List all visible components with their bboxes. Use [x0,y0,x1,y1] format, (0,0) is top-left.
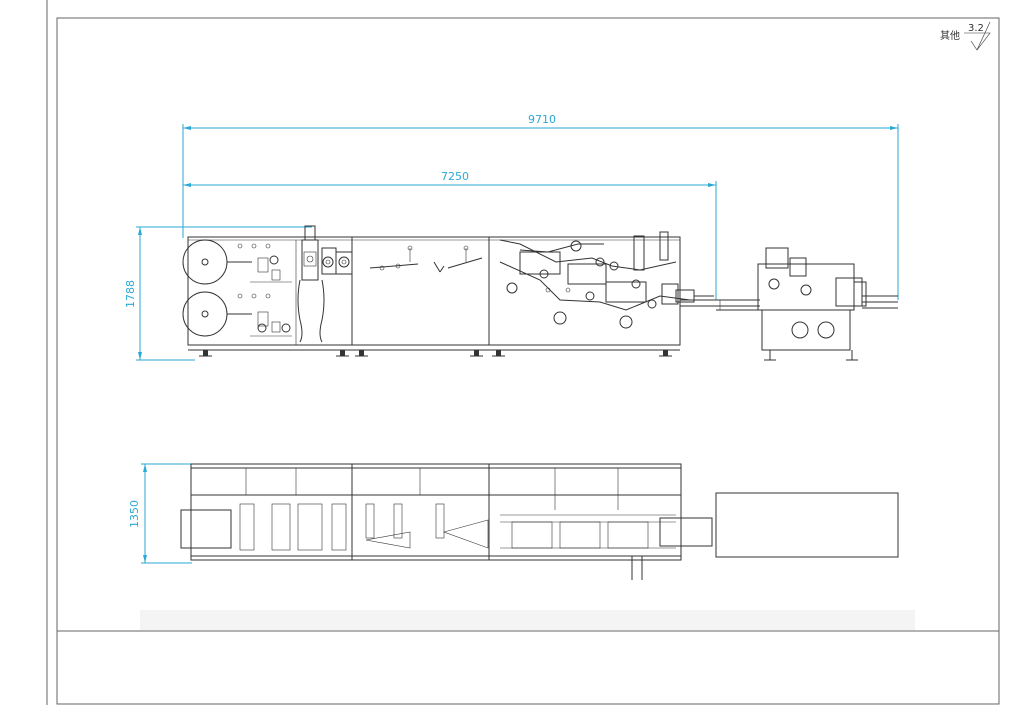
dimension-width: 1350 [128,463,192,564]
dimension-height: 1788 [124,226,312,361]
top-view [180,463,899,580]
roughness-symbol-icon [964,32,991,51]
machine-length-label: 7250 [441,170,469,183]
width-label: 1350 [128,500,141,528]
machine-feet [199,350,672,357]
packaging-unit [757,247,898,361]
cutter-unit [321,247,353,275]
transfer-conveyor [680,299,760,311]
drawing-frame [46,0,1000,705]
front-view [182,225,898,361]
height-label: 1788 [124,280,137,308]
guide-rollers-section-1 [237,243,292,337]
unwind-roll-lower [182,291,252,337]
roughness-value: 3.2 [968,23,984,34]
overall-length-label: 9710 [528,113,556,126]
unwind-roll-upper [182,239,252,285]
surface-note: 其他 3.2 [940,21,991,51]
note-label: 其他 [940,29,960,42]
folding-mechanism [499,231,714,329]
folding-section-2 [369,245,483,273]
tension-tower [297,225,325,343]
dimension-overall-length: 9710 [182,113,899,300]
dimension-machine-length: 7250 [183,170,717,300]
